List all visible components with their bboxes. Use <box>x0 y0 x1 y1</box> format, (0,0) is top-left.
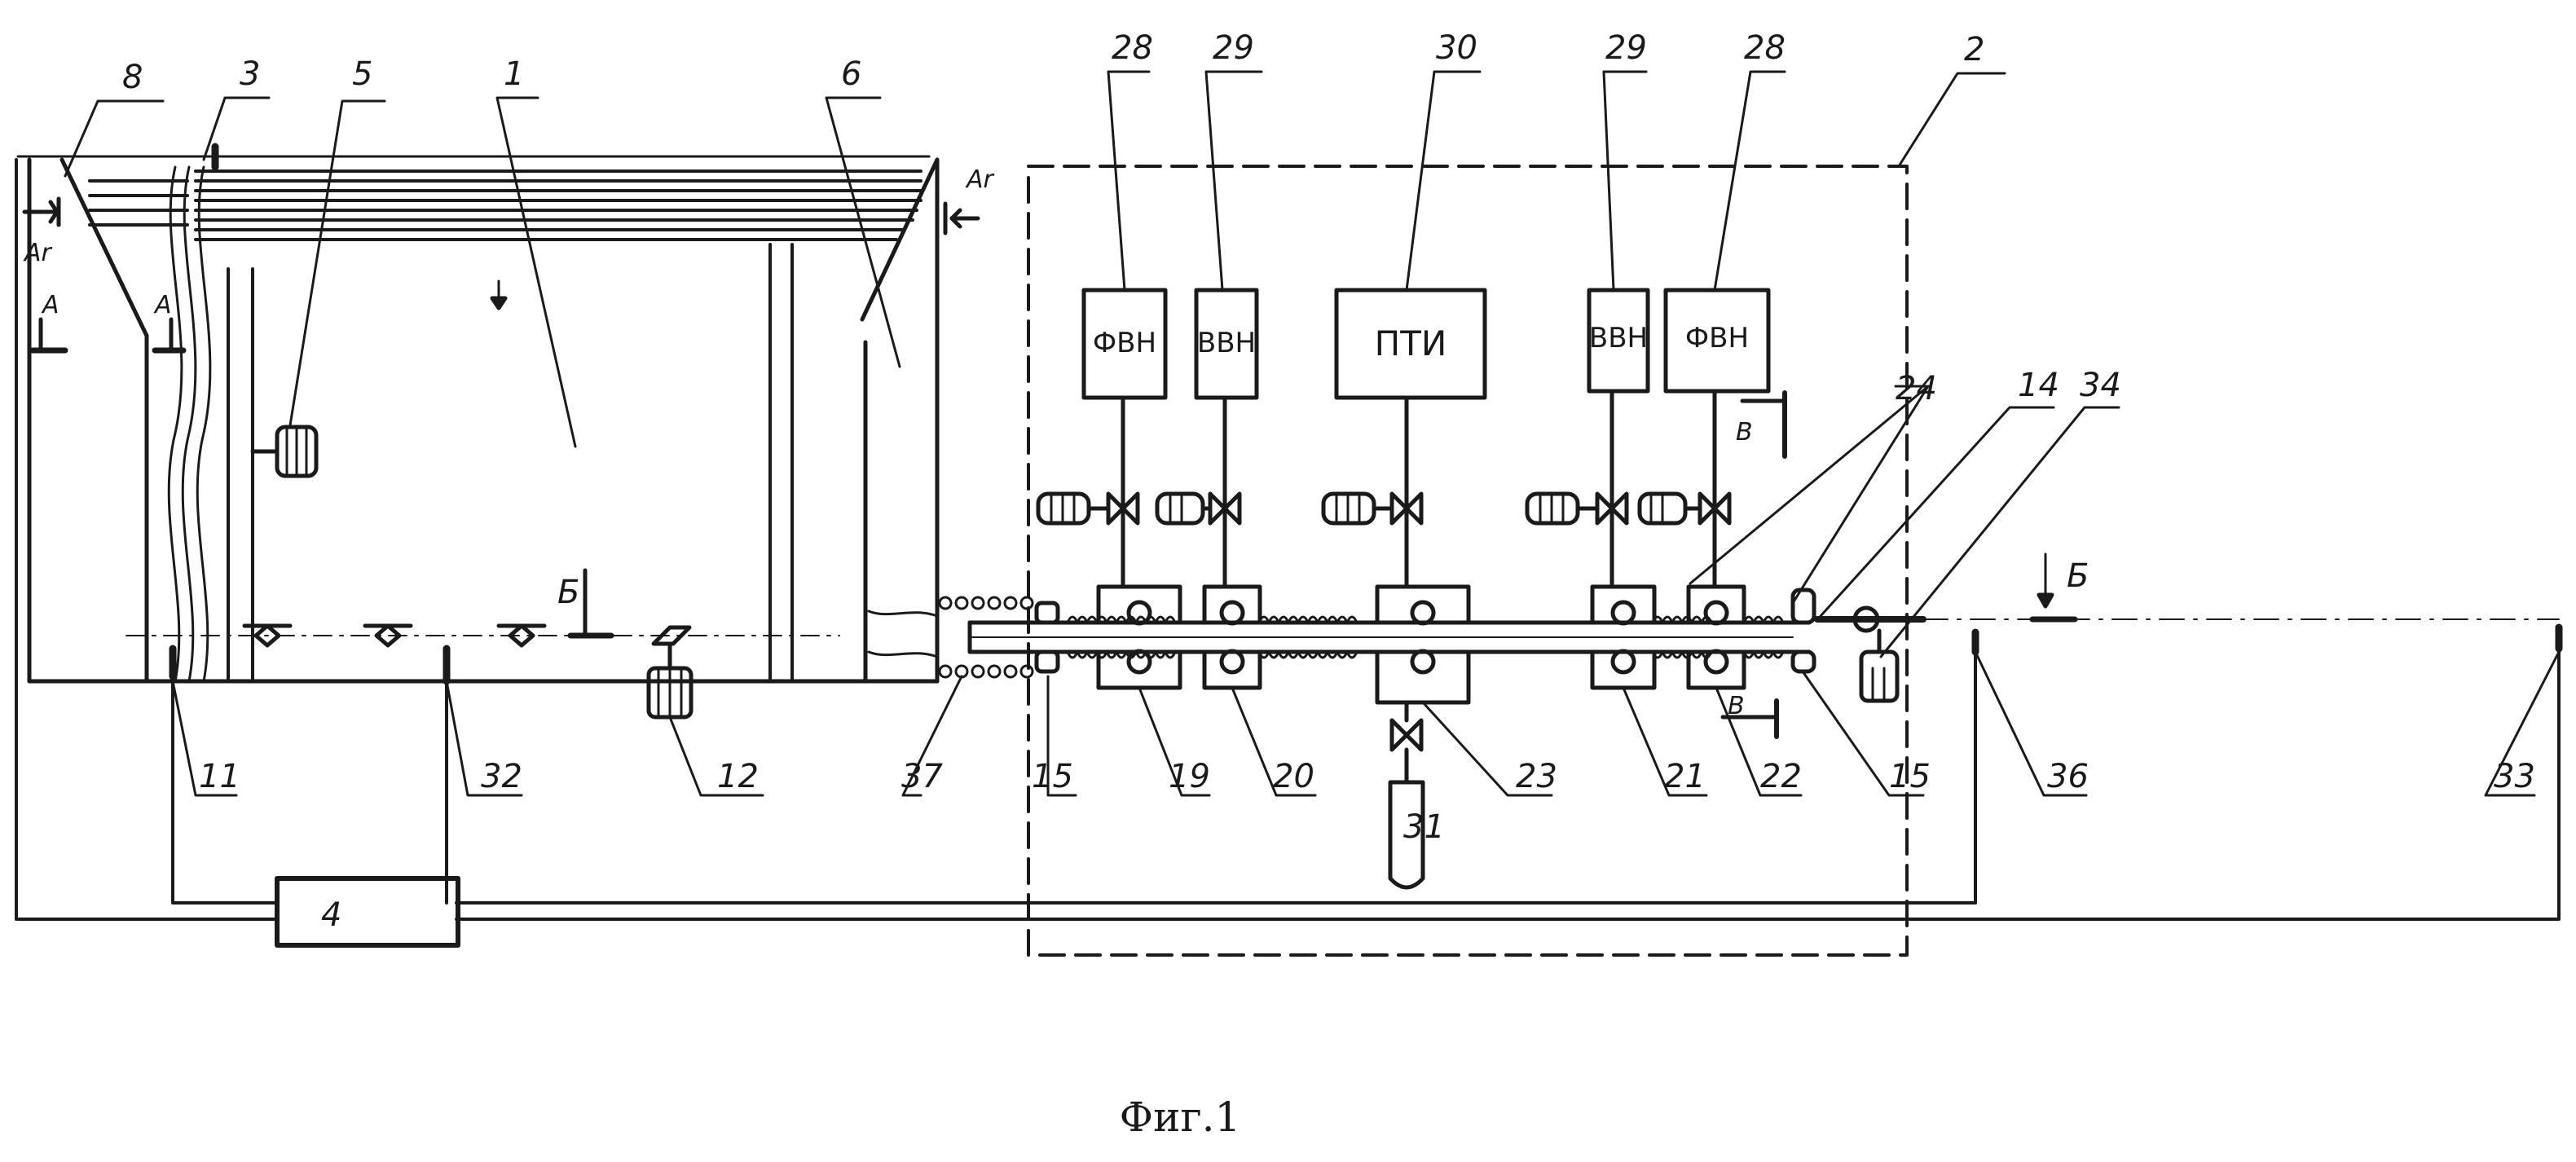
figure-caption: Фиг.1 <box>1120 1094 1241 1141</box>
callout-6: 6 <box>841 55 861 93</box>
ar-left-label: Ar <box>23 239 53 267</box>
callout-8: 8 <box>122 59 143 96</box>
label-vvn-left: ВВН <box>1197 327 1256 359</box>
callout-22: 22 <box>1760 758 1802 795</box>
callout-15-right: 15 <box>1889 758 1931 795</box>
valve-motor-2 <box>1157 494 1210 523</box>
callout-31: 31 <box>1403 808 1445 846</box>
label-vvn-right: ВВН <box>1589 322 1648 354</box>
callout-20: 20 <box>1273 758 1314 795</box>
callout-14: 14 <box>2018 367 2059 404</box>
callout-29-left: 29 <box>1213 29 1254 67</box>
section-a-left-label: А <box>41 291 59 319</box>
callout-4: 4 <box>321 896 341 934</box>
valve-motor-1 <box>1038 494 1108 523</box>
valve-31 <box>1392 720 1421 750</box>
block-labels: ФВН ВВН ПТИ ВВН ФВН <box>1093 322 1749 363</box>
section-v <box>1723 393 1785 737</box>
callout-5: 5 <box>352 55 372 93</box>
callout-24: 24 <box>1896 370 1937 407</box>
chamber-23 <box>1377 587 1469 702</box>
gas-cylinder-31 <box>1390 702 1423 887</box>
section-v-bottom-label: В <box>1728 692 1745 720</box>
label-pti: ПТИ <box>1375 324 1447 363</box>
callout-28-left: 28 <box>1112 29 1153 67</box>
callout-29-right: 29 <box>1605 29 1647 67</box>
callout-12: 12 <box>717 758 759 795</box>
callout-23: 23 <box>1516 758 1557 795</box>
callout-32: 32 <box>481 758 522 795</box>
transport-channel <box>970 617 1809 658</box>
callout-36: 36 <box>2047 758 2089 795</box>
section-a-right-label: А <box>153 291 172 319</box>
callout-33: 33 <box>2494 758 2535 795</box>
callout-28-right: 28 <box>1744 29 1786 67</box>
callout-21: 21 <box>1664 758 1706 795</box>
callout-11: 11 <box>199 758 240 795</box>
motor-34 <box>1861 631 1897 701</box>
section-b-left-label: Б <box>557 574 579 611</box>
motor-5 <box>253 427 316 476</box>
label-fvn-left: ФВН <box>1093 327 1156 359</box>
section-b-right-label: Б <box>2067 557 2089 595</box>
ar-inlet-right <box>945 204 978 233</box>
callout-1: 1 <box>504 55 524 93</box>
section-a <box>33 319 183 350</box>
callout-15-left: 15 <box>1032 758 1073 795</box>
section-v-top-label: В <box>1736 418 1753 447</box>
controller-4 <box>277 878 458 945</box>
callout-2: 2 <box>1964 31 1984 68</box>
leader-lines <box>65 72 2559 823</box>
unit-2-frame <box>1028 166 1907 955</box>
valve-motor-3 <box>1323 494 1392 523</box>
control-wiring <box>16 160 2559 919</box>
callout-37: 37 <box>901 758 943 795</box>
gate-15-right <box>1793 590 1814 671</box>
callout-3: 3 <box>240 55 260 93</box>
callout-30: 30 <box>1436 29 1477 67</box>
callout-34: 34 <box>2080 367 2121 404</box>
callout-19: 19 <box>1169 758 1210 795</box>
label-fvn-right: ФВН <box>1685 322 1749 354</box>
ar-right-label: Ar <box>965 165 995 194</box>
valve-motor-5 <box>1640 494 1700 523</box>
valve-motor-4 <box>1527 494 1597 523</box>
chamber-1 <box>18 156 937 681</box>
